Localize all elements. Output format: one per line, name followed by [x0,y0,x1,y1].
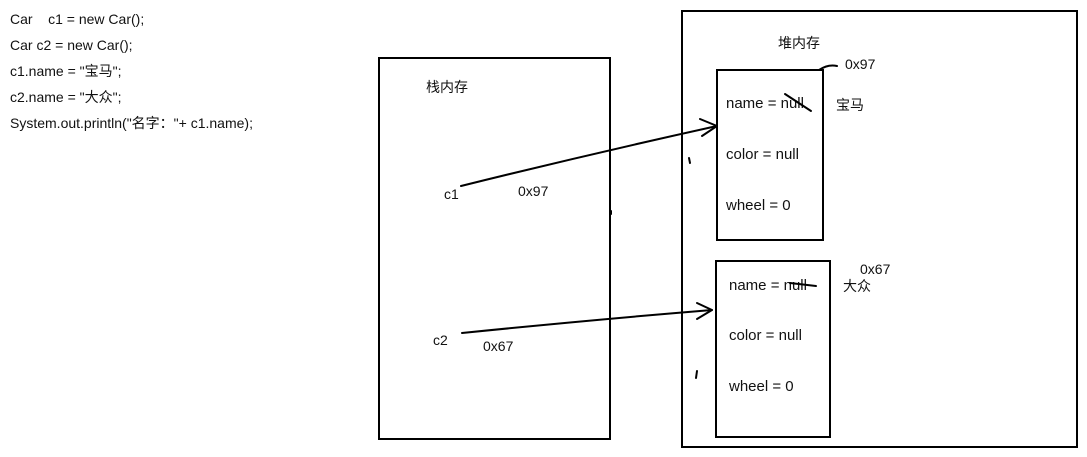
stack-var-c1-address: 0x97 [518,183,549,199]
stack-var-c2: c2 [433,332,448,348]
code-line-3: c1.name = "宝马"; [10,63,122,79]
code-line-2: Car c2 = new Car(); [10,37,133,53]
heap-object-c1-wheel-field: wheel = 0 [726,197,791,214]
heap-object-c1-name-field: name = null [726,95,804,112]
heap-object-c2-name-field: name = null [729,277,807,294]
heap-object-c2 [715,260,831,438]
stack-var-c2-address: 0x67 [483,338,514,354]
code-line-4: c2.name = "大众"; [10,89,122,105]
heap-memory-title: 堆内存 [778,35,820,51]
heap-object-c1-new-name: 宝马 [836,97,864,113]
heap-object-c1-address: 0x97 [845,56,876,72]
stack-var-c1: c1 [444,186,459,202]
heap-object-c2-color-field: color = null [729,327,802,344]
heap-memory-box [681,10,1078,448]
heap-object-c2-wheel-field: wheel = 0 [729,378,794,395]
heap-object-c2-new-name: 大众 [843,278,871,294]
code-line-5: System.out.println("名字："+ c1.name); [10,115,253,131]
heap-object-c1-color-field: color = null [726,146,799,163]
stack-memory-title: 栈内存 [426,79,468,95]
stack-memory-box [378,57,611,440]
code-line-1: Car c1 = new Car(); [10,11,145,27]
heap-object-c2-address: 0x67 [860,261,891,277]
